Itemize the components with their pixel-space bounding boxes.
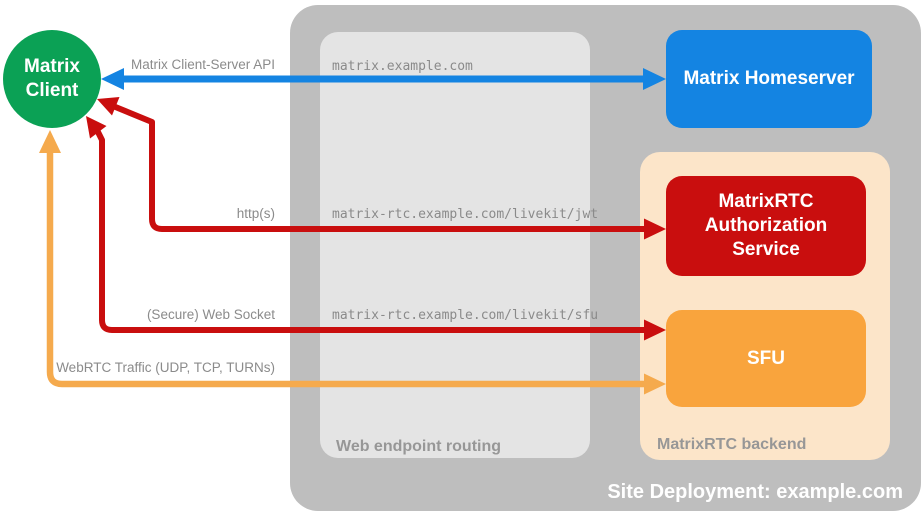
matrixrtc-auth-service-label: MatrixRTC Authorization Service <box>704 191 828 260</box>
matrix-homeserver-label: Matrix Homeserver <box>683 68 855 89</box>
site-deployment-caption: Site Deployment: example.com <box>607 481 903 503</box>
matrix-client-label: Matrix Client <box>24 56 80 101</box>
arrowhead-client-icon <box>39 130 61 153</box>
arrowhead-client-icon <box>97 97 120 116</box>
endpoint-livekit-jwt: matrix-rtc.example.com/livekit/jwt <box>332 207 599 222</box>
websocket-label: (Secure) Web Socket <box>146 307 275 322</box>
arrowhead-left-icon <box>101 68 124 90</box>
endpoint-livekit-sfu: matrix-rtc.example.com/livekit/sfu <box>332 308 599 323</box>
sfu-node: SFU <box>666 310 866 407</box>
matrixrtc-backend-caption: MatrixRTC backend <box>657 436 807 453</box>
matrix-client-node: Matrix Client <box>3 30 101 128</box>
client-server-api-label: Matrix Client-Server API <box>130 57 275 72</box>
arrowhead-client-icon <box>86 116 107 139</box>
web-endpoint-routing-panel <box>320 32 590 458</box>
endpoint-matrix-example: matrix.example.com <box>332 59 473 74</box>
web-endpoint-routing-caption: Web endpoint routing <box>336 438 502 455</box>
matrix-homeserver-node: Matrix Homeserver <box>666 30 872 128</box>
https-label: http(s) <box>236 206 275 221</box>
sfu-label: SFU <box>747 347 785 369</box>
webrtc-traffic-label: WebRTC Traffic (UDP, TCP, TURNs) <box>56 360 275 375</box>
matrixrtc-auth-service-node: MatrixRTC Authorization Service <box>666 176 866 276</box>
